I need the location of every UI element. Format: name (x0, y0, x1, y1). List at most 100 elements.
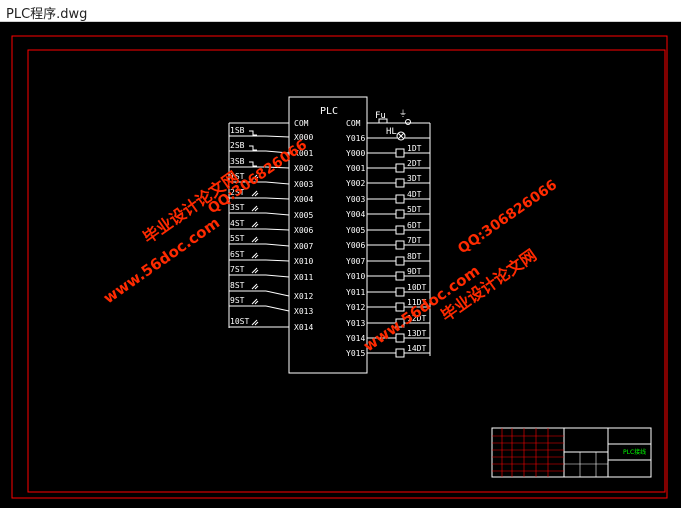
plc-input-terminal: X005 (294, 211, 313, 220)
valve-label: 2DT (407, 159, 422, 168)
input-device-label: 3SB (230, 157, 245, 166)
plc-output-terminal: Y016 (346, 134, 365, 143)
pushbutton-symbol (249, 145, 257, 151)
limit-switch-symbol (251, 174, 259, 181)
limit-switch-symbol (251, 190, 259, 197)
plc-output-terminal: Y015 (346, 349, 365, 358)
input-lead (265, 305, 290, 312)
valve-coil-symbol (395, 163, 405, 173)
valve-coil-symbol (395, 194, 405, 204)
cad-drawing[interactable]: PLC COMX000X001X002X003X004X005X006X007X… (0, 22, 681, 508)
limit-switch-symbol (251, 283, 259, 290)
title-block-drawing-name: PLC接线 (623, 448, 646, 456)
plc-input-terminal: X003 (294, 180, 313, 189)
plc-output-terminal: COM (346, 119, 361, 128)
inner-frame (27, 49, 666, 493)
pushbutton-symbol (249, 161, 257, 167)
valve-coil-symbol (395, 209, 405, 219)
input-device-label: 5ST (230, 234, 245, 243)
fuse-symbol (378, 118, 388, 124)
valve-label: 3DT (407, 174, 422, 183)
input-device-label: 1SB (230, 126, 245, 135)
valve-label: 4DT (407, 190, 422, 199)
plc-output-terminal: Y007 (346, 257, 365, 266)
watermark-left: www.56doc.com 毕业设计论文网 QQ:306826066 (100, 137, 310, 307)
plc-box (288, 96, 368, 374)
plc-input-terminal: X006 (294, 226, 313, 235)
valve-label: 13DT (407, 329, 426, 338)
title-block: PLC接线 (491, 427, 652, 478)
input-device-label: 4ST (230, 219, 245, 228)
valve-coil-symbol (395, 287, 405, 297)
valve-label: 9DT (407, 267, 422, 276)
limit-switch-symbol (251, 267, 259, 274)
valve-coil-symbol (395, 271, 405, 281)
input-lead (265, 212, 290, 216)
plc-output-terminal: Y002 (346, 179, 365, 188)
plc-output-terminal: Y004 (346, 210, 365, 219)
limit-switch-symbol (251, 252, 259, 259)
valve-label: 8DT (407, 252, 422, 261)
valve-coil-symbol (395, 225, 405, 235)
lamp-label: HL (386, 127, 397, 137)
input-device-label: 1ST (230, 172, 245, 181)
input-device-label: 2ST (230, 188, 245, 197)
limit-switch-symbol (251, 236, 259, 243)
output-devices: 1DT2DT3DT4DT5DT6DT7DT8DT9DT10DT11DT12DT1… (367, 122, 431, 358)
limit-switch-symbol (251, 205, 259, 212)
plc-input-terminal: X010 (294, 257, 313, 266)
input-lead (265, 228, 290, 231)
valve-label: 14DT (407, 344, 426, 353)
valve-coil-symbol (395, 148, 405, 158)
plc-title: PLC (320, 106, 338, 117)
plc-input-terminal: X012 (294, 292, 313, 301)
valve-label: 7DT (407, 236, 422, 245)
input-lead (265, 243, 290, 247)
outer-frame (11, 35, 668, 499)
watermark-right: www.56doc.com 毕业设计论文网 QQ:306826066 (360, 177, 560, 355)
valve-label: 6DT (407, 221, 422, 230)
input-device-label: 2SB (230, 141, 245, 150)
limit-switch-symbol (251, 298, 259, 305)
plc-input-terminal: X011 (294, 273, 313, 282)
input-lead (265, 197, 290, 200)
plc-output-terminal: Y003 (346, 195, 365, 204)
plc-input-terminal: X002 (294, 164, 313, 173)
limit-switch-symbol (251, 221, 259, 228)
valve-coil-symbol (395, 348, 405, 358)
input-lead (265, 259, 290, 262)
plc-output-terminal: Y013 (346, 319, 365, 328)
window-titlebar: PLC程序.dwg (0, 0, 681, 22)
pushbutton-symbol (249, 130, 257, 136)
input-lead (265, 150, 290, 154)
input-device-label: 8ST (230, 281, 245, 290)
valve-label: 11DT (407, 298, 426, 307)
input-lead (265, 181, 290, 185)
valve-coil-symbol (395, 178, 405, 188)
input-device-label: 3ST (230, 203, 245, 212)
input-device-label: 7ST (230, 265, 245, 274)
plc-right-terminals: COMY016Y000Y001Y002Y003Y004Y005Y006Y007Y… (346, 119, 365, 358)
plc-output-terminal: Y006 (346, 241, 365, 250)
plc-output-terminal: Y010 (346, 272, 365, 281)
valve-label: 12DT (407, 314, 426, 323)
plc-input-terminal: X014 (294, 323, 313, 332)
valve-coil-symbol (395, 256, 405, 266)
plc-output-terminal: Y011 (346, 288, 365, 297)
title-block-grid (492, 428, 608, 477)
valve-label: 1DT (407, 144, 422, 153)
fuse-label: Fu (375, 111, 386, 121)
input-lead (265, 290, 290, 297)
plc-input-terminal: X007 (294, 242, 313, 251)
plc-input-terminal: X000 (294, 133, 313, 142)
plc-output-terminal: Y012 (346, 303, 365, 312)
input-lead (265, 274, 290, 278)
input-lead (265, 166, 290, 169)
plc-output-terminal: Y000 (346, 149, 365, 158)
valve-coil-symbol (395, 240, 405, 250)
plc-input-terminal: COM (294, 119, 309, 128)
valve-label: 5DT (407, 205, 422, 214)
input-device-label: 6ST (230, 250, 245, 259)
